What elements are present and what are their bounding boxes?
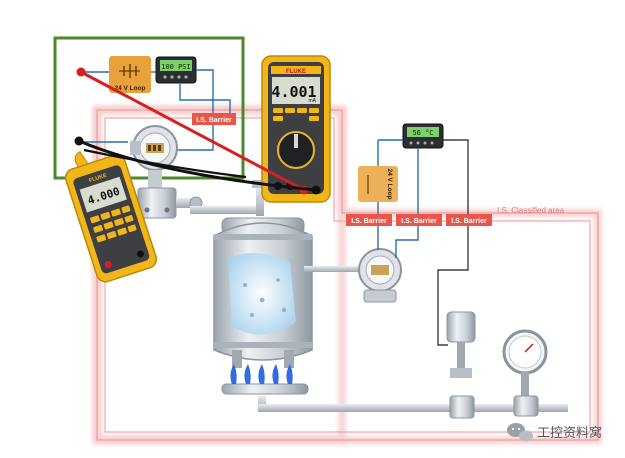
process-pipe [190,180,268,216]
dmm-reading: 4.001 [271,83,316,101]
clamp-brand: FLUKE [88,173,108,184]
loop-wiring-top [82,69,231,151]
fluke-multimeter[interactable]: FLUKE 4.001 mA [261,55,331,203]
dmm-rotary-dial[interactable] [277,131,315,169]
wechat-icon [507,423,533,442]
dmm-unit: mA [309,98,317,104]
panel-meter-right-display: 56 °C [412,129,433,137]
control-valve [446,311,476,419]
panel-meter-top: 100 PSI [155,56,197,84]
is-barrier-top-label: I.S. Barrier [196,117,232,124]
black-test-lead[interactable] [78,139,317,192]
loop-supply-right-label: 24 V Loop [386,168,393,199]
dmm-brand: FLUKE [286,69,306,75]
fluke-clamp-calibrator[interactable]: FLUKE 4.000 [59,139,159,284]
watermark-text: 工控资料窝 [537,425,602,440]
panel-meter-top-display: 100 PSI [161,63,191,71]
is-barrier-mid-1-label: I.S. Barrier [351,218,387,225]
temperature-transmitter [304,248,402,303]
black-test-lead-2[interactable] [83,148,247,179]
classified-area-label: I.S. Classified area [497,206,565,215]
bottom-pipe [258,396,568,412]
red-test-lead[interactable] [80,70,305,192]
loop-supply-top-label: 24 V Loop [114,85,145,92]
loop-supply-right: 24 V Loop [358,166,398,202]
panel-meter-right: 56 °C [402,123,444,149]
is-barrier-mid-3-label: I.S. Barrier [451,218,487,225]
pressure-gauge-icon [502,329,548,417]
flame-icon [230,364,293,384]
watermark: 工控资料窝 [507,423,602,442]
dmm-buttons[interactable] [273,108,319,121]
is-barrier-row: I.S. Barrier I.S. Barrier I.S. Barrier [346,214,492,226]
dmm-display [272,77,320,104]
burner [221,364,309,395]
process-vessel [213,217,313,368]
loop-supply-top: 24 V Loop [109,56,151,93]
is-barrier-mid-2-label: I.S. Barrier [401,218,437,225]
is-barrier-top: I.S. Barrier [192,113,236,125]
